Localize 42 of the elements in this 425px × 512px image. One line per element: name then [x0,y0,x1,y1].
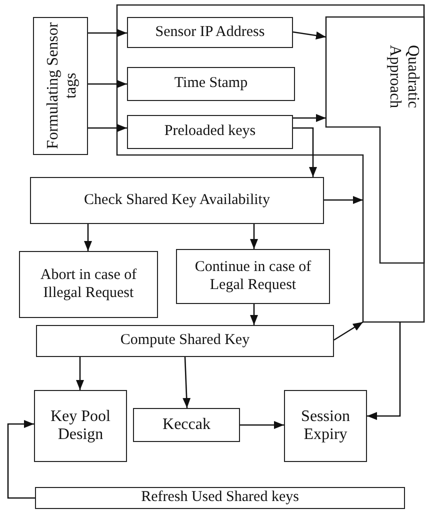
node-label: Key Pool Design [50,408,112,444]
node-label: Check Shared Key Availability [83,192,271,210]
arrow [84,224,92,251]
arrow [88,80,127,88]
node-label: Formulating Sensor tags [44,21,80,151]
arrow [293,114,326,122]
process-box [127,67,295,101]
arrow [293,127,317,177]
process-box [36,325,334,357]
process-box [284,390,367,462]
process-box [133,408,240,442]
arrow [250,224,258,249]
arrow [367,322,401,420]
arrow [240,421,284,429]
arrow [292,31,326,40]
node-label: Quadratic Approach [386,44,422,110]
arrow [182,356,191,408]
arrow [88,124,127,132]
process-block [326,17,425,263]
process-box [19,251,158,318]
process-box [127,17,293,48]
process-box [127,115,293,149]
arrow [334,321,364,341]
node-label: Sensor IP Address [154,24,266,42]
node-label: Preloaded keys [163,123,257,141]
node-label: Keccak [162,416,212,434]
node-label: Abort in case of Illegal Request [39,267,138,302]
process-box [34,390,127,462]
node-label: Time Stamp [173,75,249,93]
arrow [7,420,35,499]
arrow [250,304,258,325]
arrow [88,29,127,37]
node-label: Compute Shared Key [119,332,251,350]
node-label: Session Expiry [300,408,351,444]
process-box [35,487,405,509]
arrow [76,357,84,390]
process-box [33,17,88,155]
node-label: Refresh Used Shared keys [140,489,300,507]
process-box [176,249,330,304]
process-box [30,177,324,224]
arrow [324,196,363,204]
node-label: Continue in case of Legal Request [194,259,312,294]
